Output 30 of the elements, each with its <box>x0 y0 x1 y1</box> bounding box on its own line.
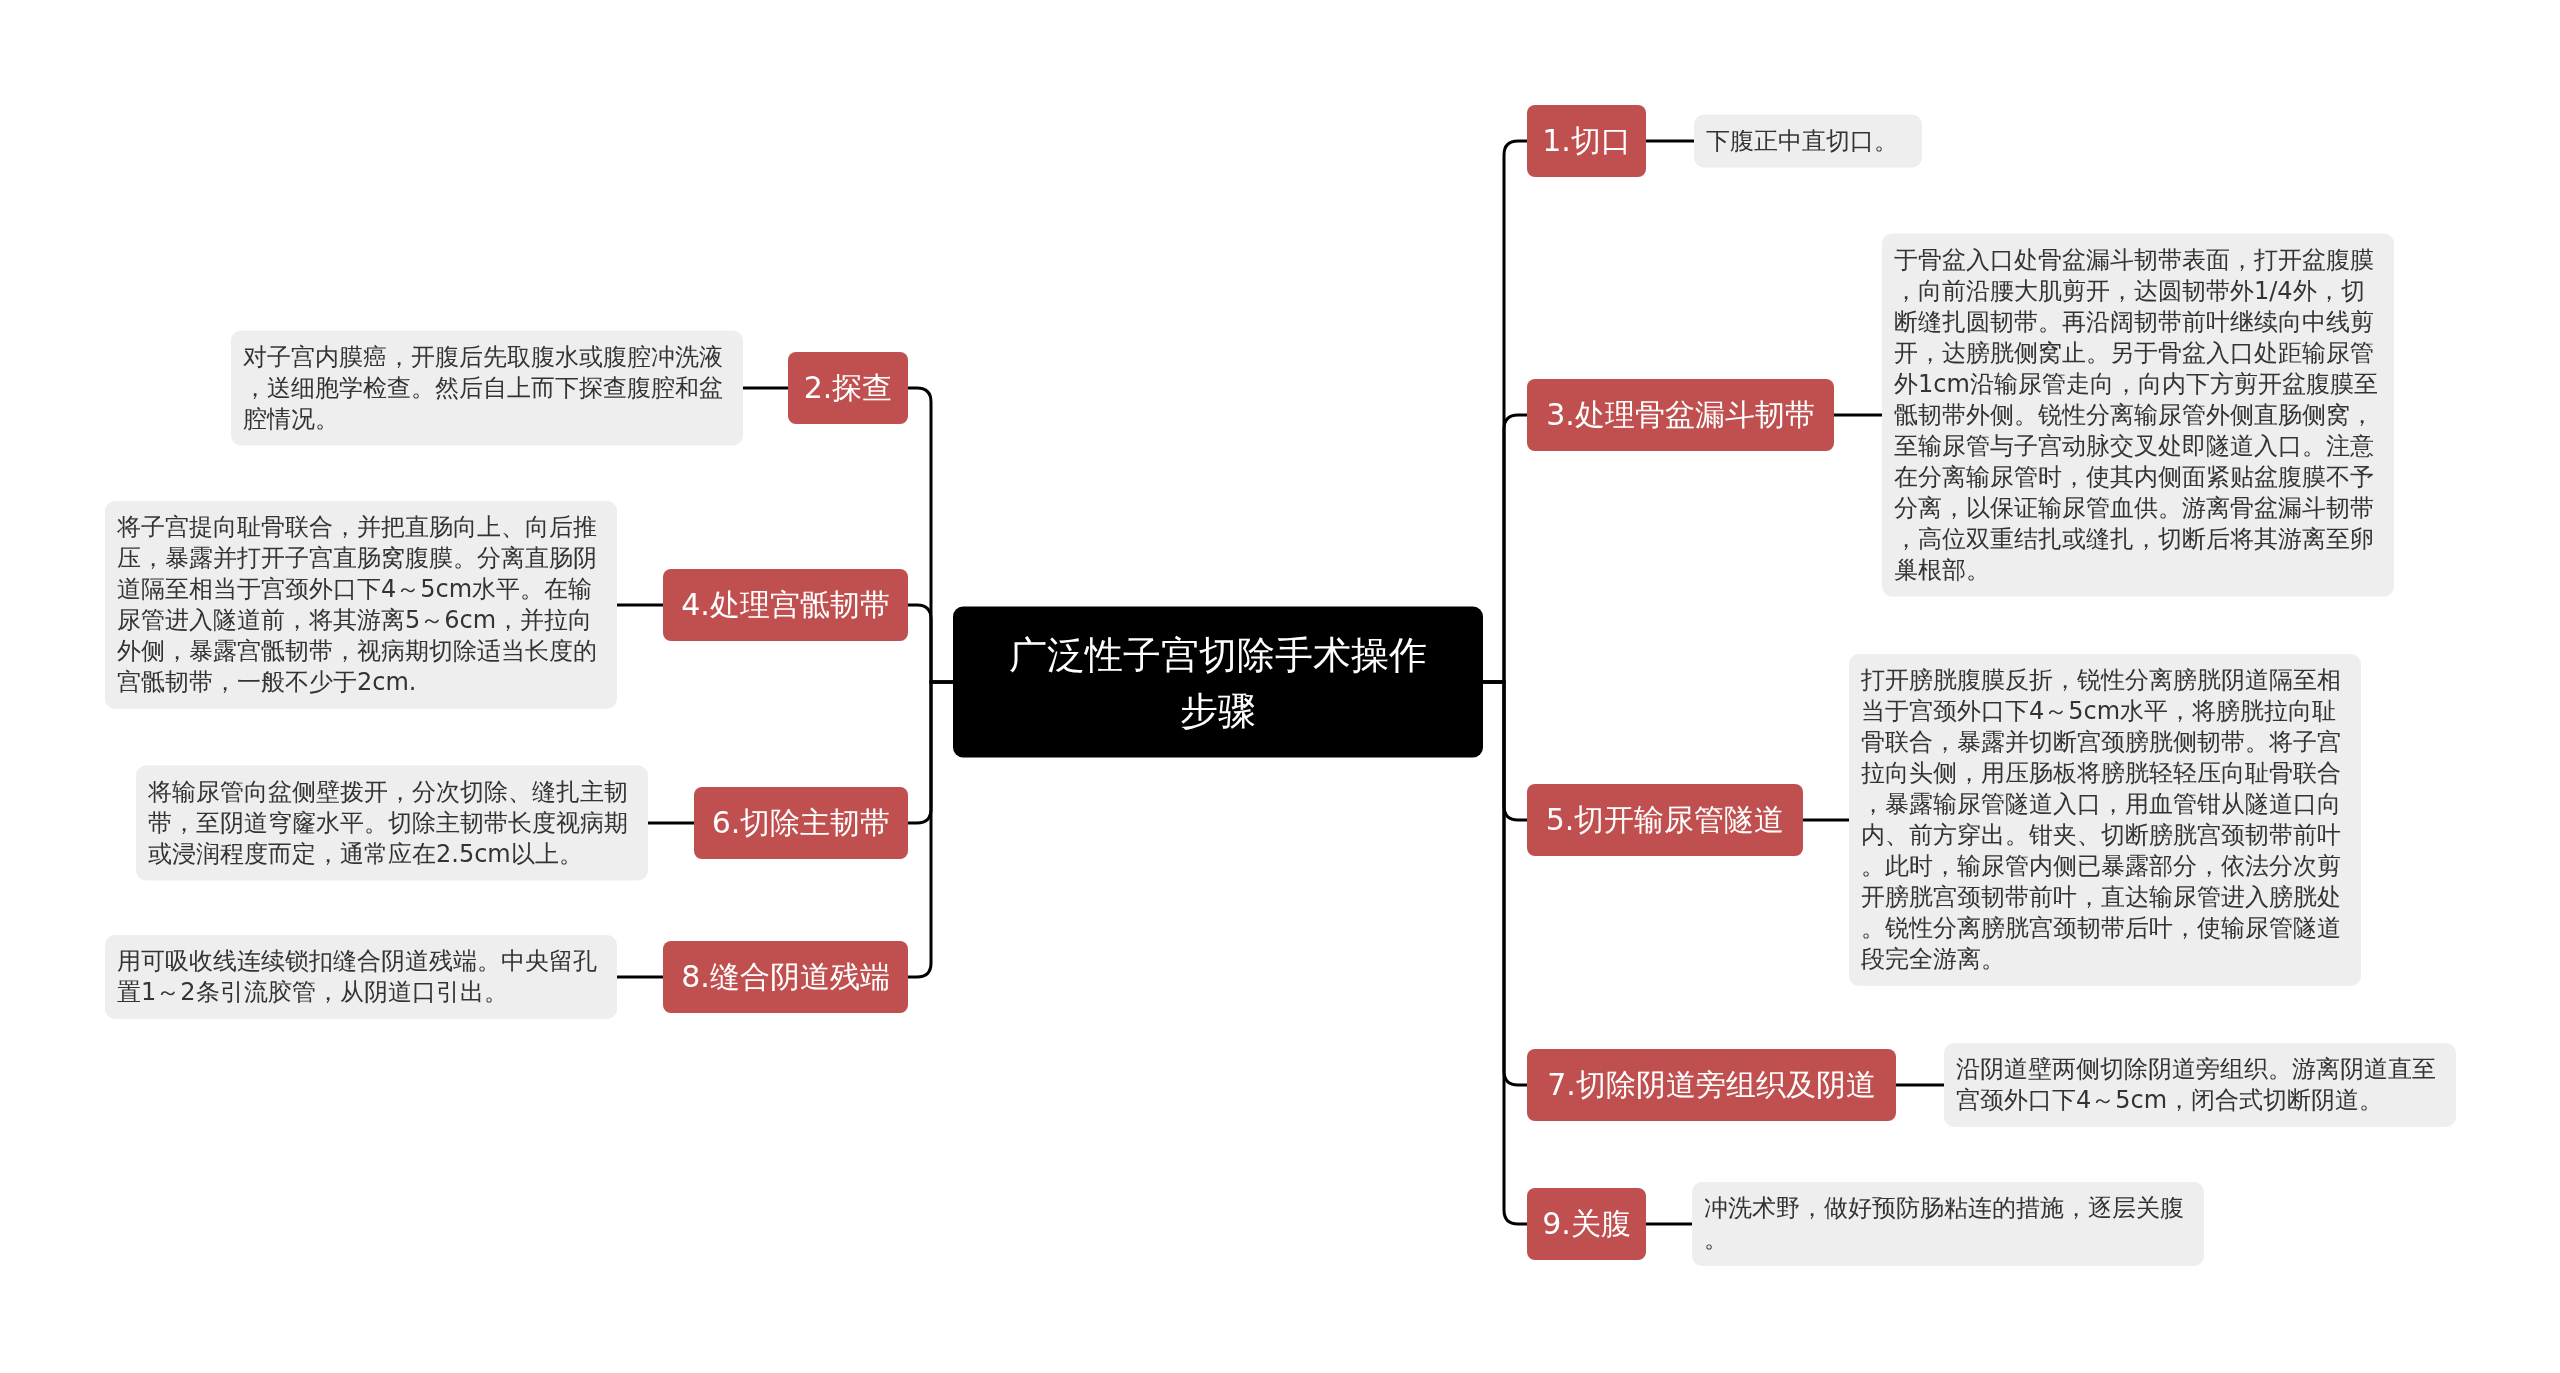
note-box: 将子宫提向耻骨联合，并把直肠向上、向后推压，暴露并打开子宫直肠窝腹膜。分离直肠阴道隔至相当于宫颈外口下4～5cm水平。在输尿管进入隧道前，将其游离5～6cm，并拉向外侧，暴露宫骶韧带，视病期切除适当长度的宫骶韧带，一般不少于2cm. <box>105 501 617 709</box>
connector-line <box>1803 818 1849 822</box>
connector-line <box>908 680 953 979</box>
connector-line <box>617 603 663 607</box>
note-box: 打开膀胱腹膜反折，锐性分离膀胱阴道隔至相当于宫颈外口下4～5cm水平，将膀胱拉向耻骨联合，暴露并切断宫颈膀胱侧韧带。将子宫拉向头侧，用压肠板将膀胱轻轻压向耻骨联合，暴露输尿管隧道入口，用血管钳从隧道口向内、前方穿出。钳夹、切断膀胱宫颈韧带前叶。此时，输尿管内侧已暴露部分，依法分次剪开膀胱宫颈韧带前叶，直达输尿管进入膀胱处。锐性分离膀胱宫颈韧带后叶，使输尿管隧道段完全游离。 <box>1849 654 2361 986</box>
step-box: 9.关腹 <box>1527 1188 1646 1260</box>
step-box: 1.切口 <box>1527 105 1646 177</box>
step-box: 2.探查 <box>788 352 908 424</box>
note-box: 下腹正中直切口。 <box>1694 114 1922 168</box>
central-topic-box: 广泛性子宫切除手术操作步骤 <box>953 606 1483 758</box>
connector-line <box>1646 139 1694 143</box>
step-box: 7.切除阴道旁组织及阴道 <box>1527 1049 1896 1121</box>
connector-line <box>648 821 694 825</box>
step-box: 5.切开输尿管隧道 <box>1527 784 1803 856</box>
connector-line <box>1646 1222 1692 1226</box>
connector-line <box>1483 680 1527 1226</box>
connector-line <box>743 386 788 390</box>
step-box: 8.缝合阴道残端 <box>663 941 908 1013</box>
step-box: 3.处理骨盆漏斗韧带 <box>1527 379 1834 451</box>
note-box: 沿阴道壁两侧切除阴道旁组织。游离阴道直至宫颈外口下4～5cm，闭合式切断阴道。 <box>1944 1043 2456 1127</box>
note-box: 用可吸收线连续锁扣缝合阴道残端。中央留孔置1～2条引流胶管，从阴道口引出。 <box>105 935 617 1019</box>
note-box: 于骨盆入口处骨盆漏斗韧带表面，打开盆腹膜，向前沿腰大肌剪开，达圆韧带外1/4外，切断缝扎圆韧带。再沿阔韧带前叶继续向中线剪开，达膀胱侧窝止。另于骨盆入口处距输尿管外1cm沿输尿管走向，向内下方剪开盆腹膜至骶韧带外侧。锐性分离输尿管外侧直肠侧窝，至输尿管与子宫动脉交叉处即隧道入口。注意在分离输尿管时，使其内侧面紧贴盆腹膜不予分离，以保证输尿管血供。游离骨盆漏斗韧带，高位双重结扎或缝扎，切断后将其游离至卵巢根部。 <box>1882 233 2394 597</box>
note-box: 冲洗术野，做好预防肠粘连的措施，逐层关腹。 <box>1692 1182 2204 1266</box>
connector-line <box>1834 413 1882 417</box>
connector-line <box>1896 1083 1944 1087</box>
step-box: 6.切除主韧带 <box>694 787 908 859</box>
step-box: 4.处理宫骶韧带 <box>663 569 908 641</box>
note-box: 将输尿管向盆侧壁拨开，分次切除、缝扎主韧带，至阴道穹窿水平。切除主韧带长度视病期或浸润程度而定，通常应在2.5cm以上。 <box>136 765 648 881</box>
note-box: 对子宫内膜癌，开腹后先取腹水或腹腔冲洗液，送细胞学检查。然后自上而下探查腹腔和盆腔情况。 <box>231 330 743 446</box>
connector-line <box>617 975 663 979</box>
